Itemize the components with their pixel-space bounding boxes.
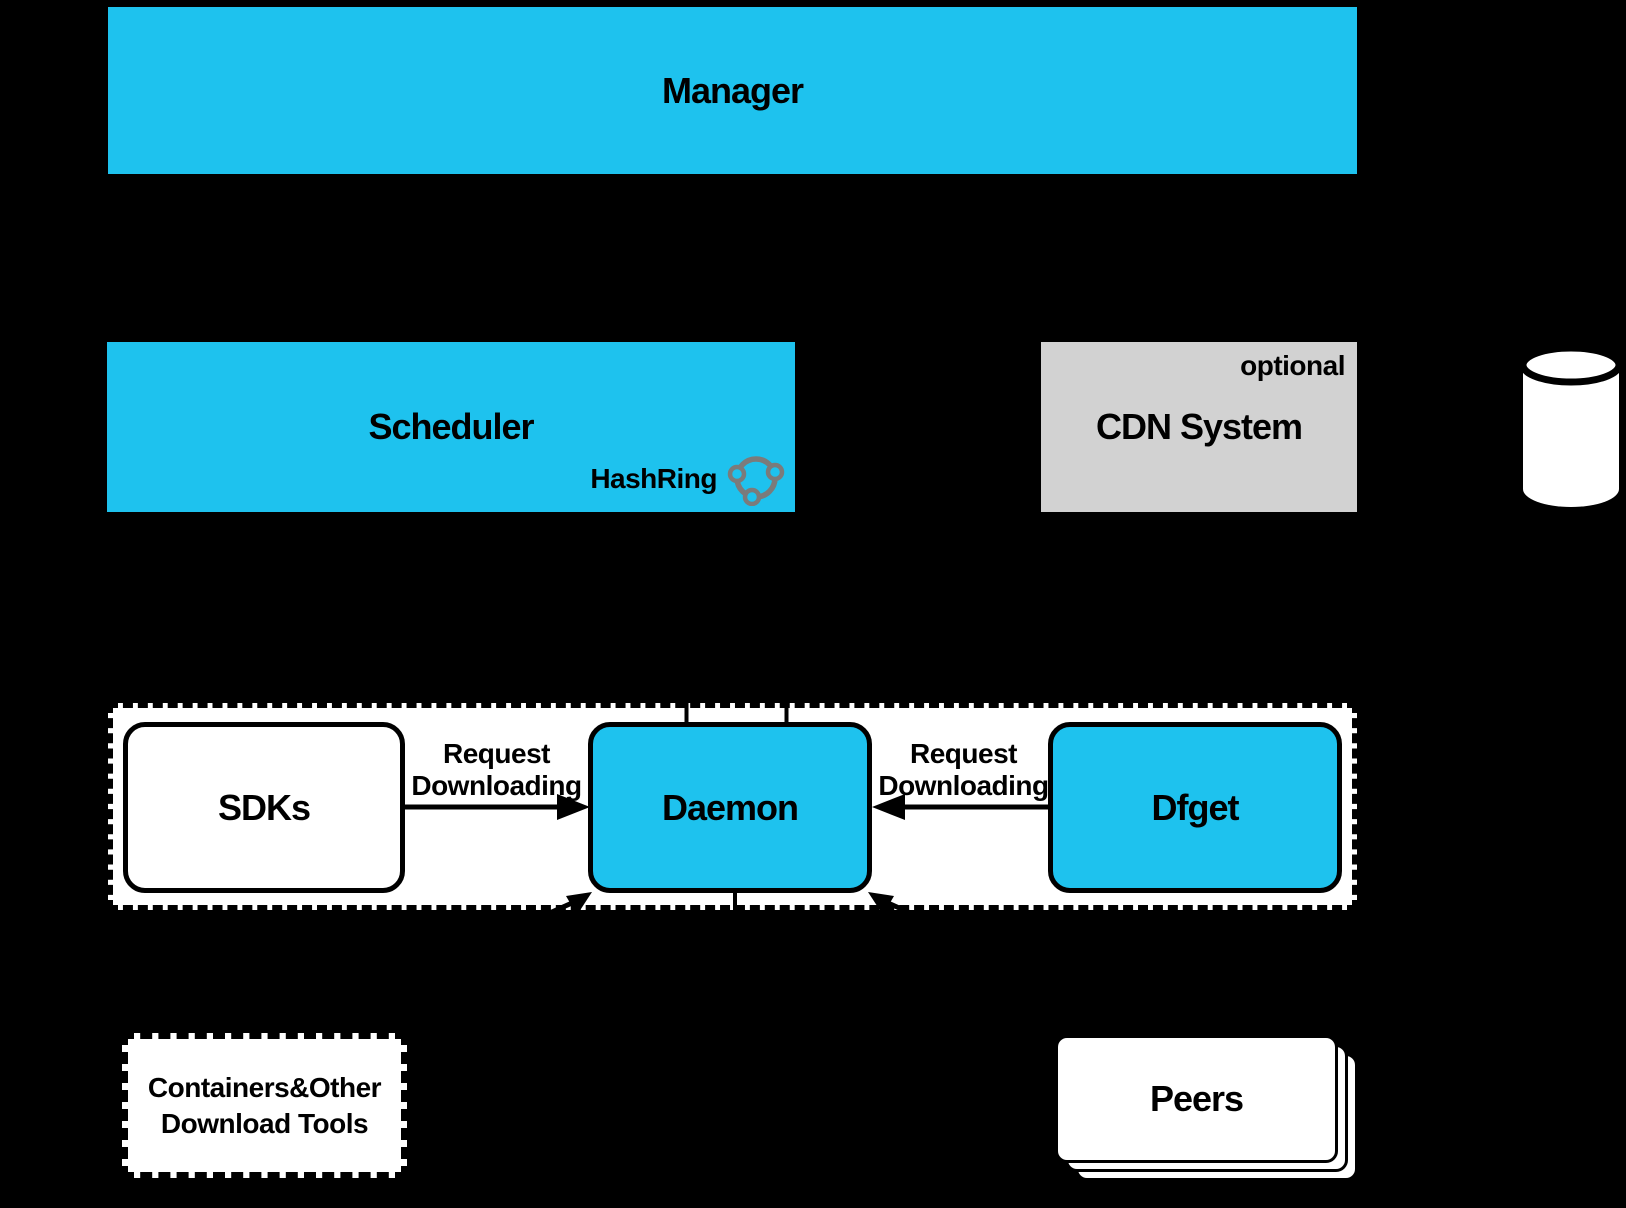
containers-label-line2: Download Tools <box>160 1107 369 1139</box>
scheduler-label: Scheduler <box>368 406 534 447</box>
containers-node: Containers&Other Download Tools <box>122 1033 407 1178</box>
cdn-system-node: optional CDN System <box>1041 342 1357 512</box>
peers-label: Peers <box>1149 1078 1244 1119</box>
dfget-to-daemon-label: Request Downloading <box>872 738 1055 802</box>
manager-label: Manager <box>661 69 804 111</box>
sdks-node: SDKs <box>123 722 405 893</box>
hashring-label: HashRing <box>590 463 717 494</box>
scheduler-node: Scheduler HashRing <box>107 342 795 512</box>
optional-badge: optional <box>1240 350 1345 381</box>
dfget-arrow-label-line1: Request <box>910 738 1017 769</box>
peers-node: Peers <box>1055 1035 1338 1163</box>
manager-node: Manager <box>108 7 1357 174</box>
daemon-label: Daemon <box>661 786 799 828</box>
hashring-icon <box>727 456 785 506</box>
hashring: HashRing <box>590 452 785 506</box>
dfget-label: Dfget <box>1151 786 1240 828</box>
sdks-arrow-label-line1: Request <box>443 738 550 769</box>
dfget-node: Dfget <box>1048 722 1342 893</box>
database-cylinder-icon <box>1519 344 1623 507</box>
cdn-system-label: CDN System <box>1095 406 1303 447</box>
daemon-node: Daemon <box>588 722 872 893</box>
dfget-arrow-label-line2: Downloading <box>878 770 1049 801</box>
sdks-label: SDKs <box>217 786 311 828</box>
sdks-arrow-label-line2: Downloading <box>411 770 582 801</box>
sdks-to-daemon-label: Request Downloading <box>405 738 588 802</box>
containers-label-line1: Containers&Other <box>147 1071 382 1103</box>
